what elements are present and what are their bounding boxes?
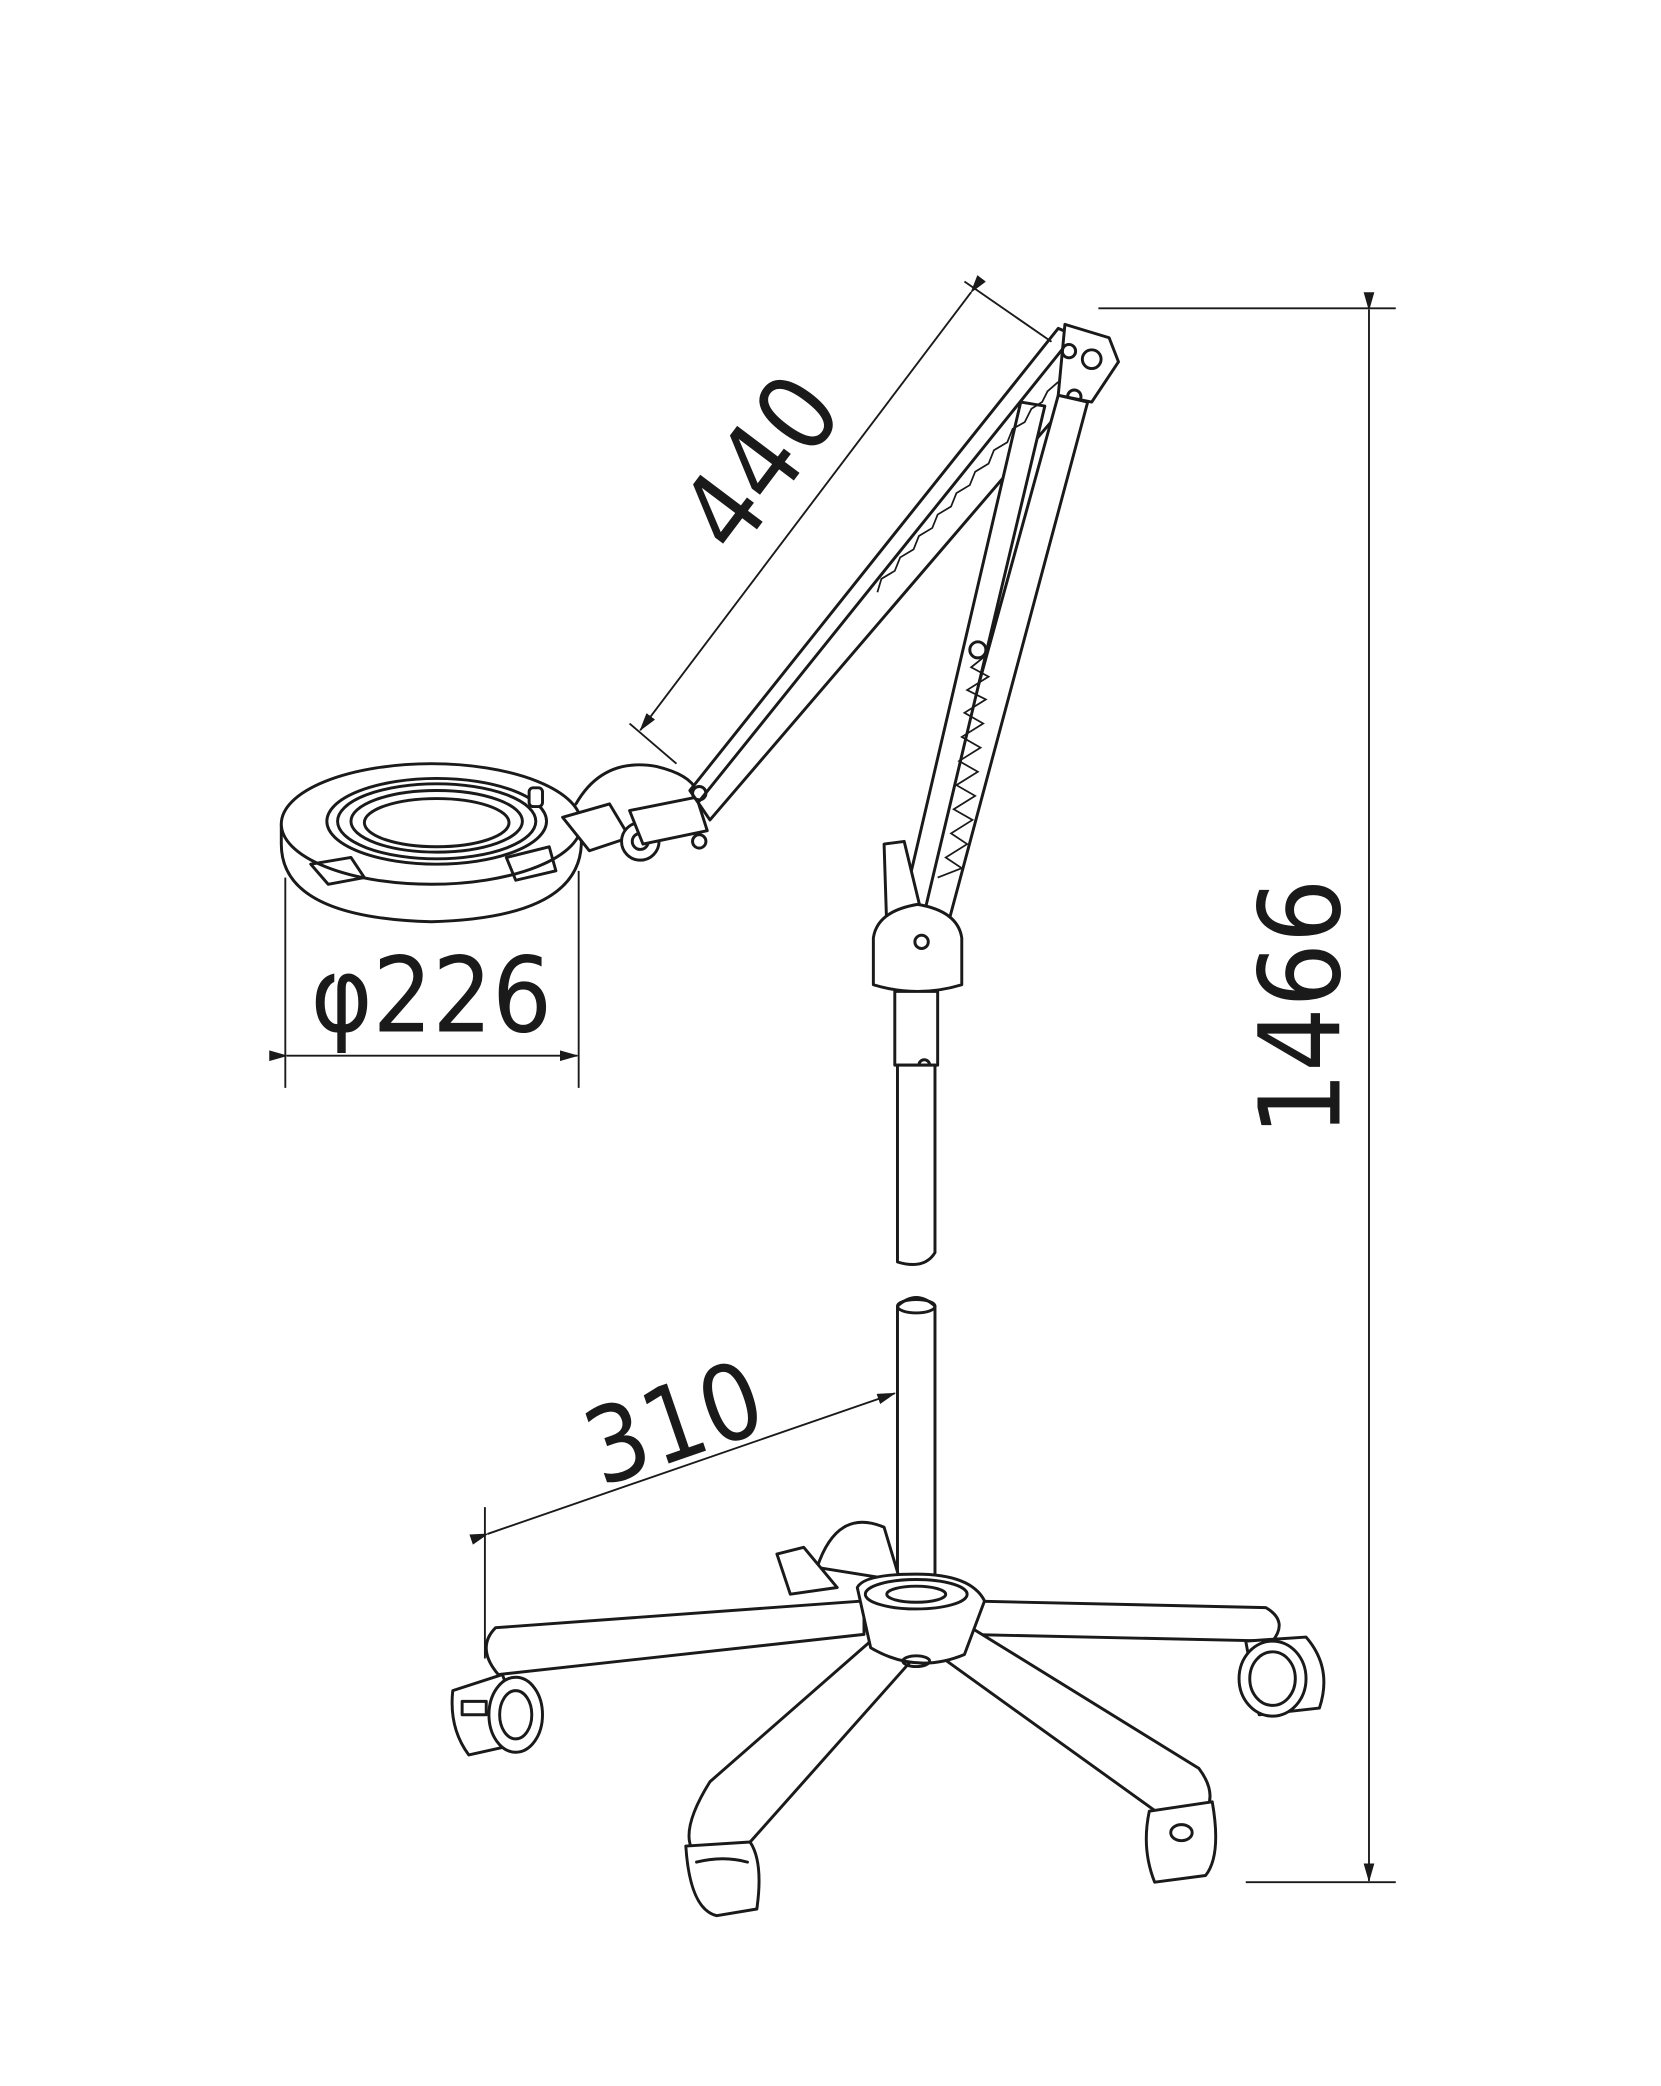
dimension-label-440: 440	[657, 353, 867, 575]
caster-left	[450, 1673, 544, 1757]
lower-pole	[896, 1296, 937, 1596]
magnifier-head	[279, 762, 709, 924]
caster-base	[450, 1520, 1326, 1918]
caster-front-left	[684, 1840, 761, 1918]
caster-front-right	[1144, 1800, 1218, 1884]
caster-right	[1237, 1635, 1326, 1718]
dimension-label-226: φ226	[311, 935, 552, 1057]
dimension-label-310: 310	[569, 1337, 778, 1511]
upper-pole	[871, 902, 964, 1266]
dimension-lens-diameter: φ226	[269, 870, 580, 1088]
dimension-label-1466: 1466	[1236, 879, 1367, 1137]
dimension-total-height: 1466	[1098, 292, 1396, 1884]
